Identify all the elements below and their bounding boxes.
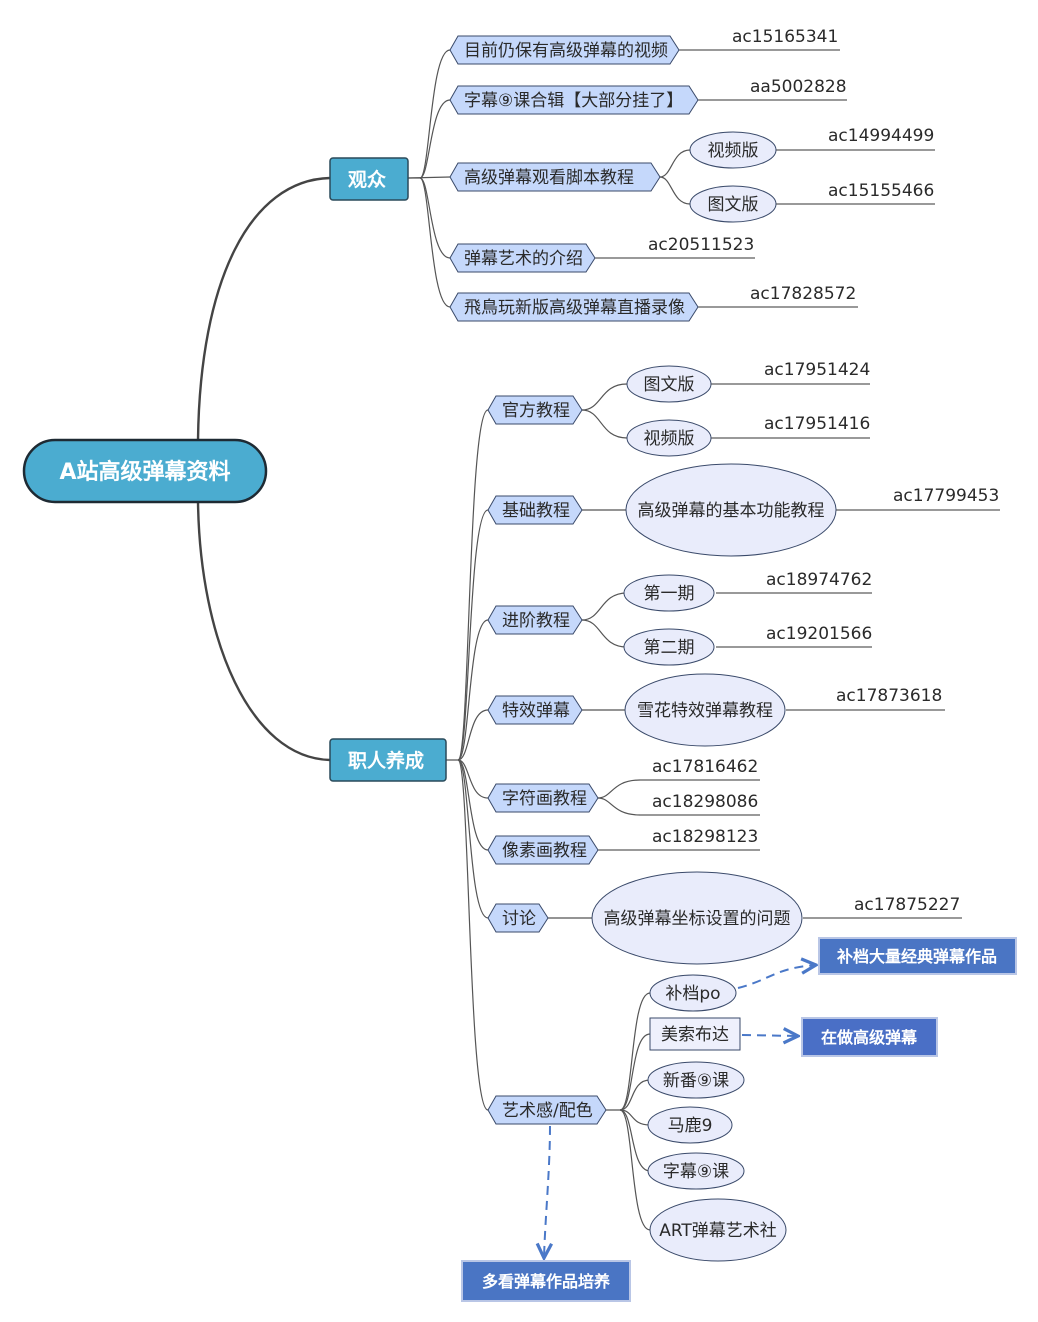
svg-text:雪花特效弹幕教程: 雪花特效弹幕教程 xyxy=(637,701,773,721)
svg-text:高级弹幕的基本功能教程: 高级弹幕的基本功能教程 xyxy=(638,501,825,521)
topic-node[interactable]: 字符画教程 xyxy=(487,783,599,813)
topic-node[interactable]: 高级弹幕观看脚本教程 xyxy=(449,162,661,192)
subtopic-ellipse[interactable]: 雪花特效弹幕教程 xyxy=(624,673,786,747)
topic-node[interactable]: 字幕⑨课合辑【大部分挂了】 xyxy=(449,85,699,115)
subtopic-rect[interactable]: 美索布达 xyxy=(649,1017,741,1051)
subtopic-ellipse[interactable]: 高级弹幕的基本功能教程 xyxy=(625,463,837,557)
topic-node[interactable]: 基础教程 xyxy=(487,495,583,525)
svg-text:弹幕艺术的介绍: 弹幕艺术的介绍 xyxy=(464,249,583,269)
video-code[interactable]: ac17875227 xyxy=(854,895,960,915)
svg-text:在做高级弹幕: 在做高级弹幕 xyxy=(821,1028,918,1047)
branch-audience-label: 观众 xyxy=(348,168,386,191)
relation-arrow xyxy=(544,1125,550,1258)
root-to-audience-line xyxy=(196,176,331,441)
svg-text:图文版: 图文版 xyxy=(644,375,695,395)
relation-arrow xyxy=(737,965,816,989)
topic-node[interactable]: 进阶教程 xyxy=(487,605,583,635)
subtopic-ellipse[interactable]: 补档po xyxy=(649,974,737,1012)
maker-connectors xyxy=(446,383,1000,1231)
topic-node[interactable]: 目前仍保有高级弹幕的视频 xyxy=(449,35,680,65)
relation-arrow xyxy=(741,1035,798,1036)
subtopic-ellipse[interactable]: 字幕⑨课 xyxy=(647,1152,745,1190)
svg-text:美索布达: 美索布达 xyxy=(661,1025,729,1045)
svg-text:目前仍保有高级弹幕的视频: 目前仍保有高级弹幕的视频 xyxy=(464,41,668,61)
root-to-maker-line xyxy=(196,501,331,762)
svg-text:字幕⑨课合辑【大部分挂了】: 字幕⑨课合辑【大部分挂了】 xyxy=(464,91,683,111)
note-box[interactable]: 多看弹幕作品培养 xyxy=(461,1260,631,1302)
note-box[interactable]: 在做高级弹幕 xyxy=(801,1017,938,1057)
subtopic-ellipse[interactable]: 第二期 xyxy=(623,628,715,666)
video-code[interactable]: ac17951416 xyxy=(764,414,870,434)
subtopic-ellipse[interactable]: 视频版 xyxy=(689,131,777,169)
svg-text:补档po: 补档po xyxy=(665,984,720,1004)
svg-text:第二期: 第二期 xyxy=(644,638,695,658)
note-box[interactable]: 补档大量经典弹幕作品 xyxy=(818,937,1017,975)
topic-node[interactable]: 飛鳥玩新版高级弹幕直播录像 xyxy=(449,292,699,322)
svg-text:高级弹幕坐标设置的问题: 高级弹幕坐标设置的问题 xyxy=(604,909,791,929)
svg-text:艺术感/配色: 艺术感/配色 xyxy=(502,1101,593,1121)
svg-text:多看弹幕作品培养: 多看弹幕作品培养 xyxy=(482,1272,611,1291)
video-code[interactable]: ac17873618 xyxy=(836,686,942,706)
topic-node[interactable]: 像素画教程 xyxy=(487,835,599,865)
topic-node[interactable]: 讨论 xyxy=(487,903,549,933)
subtopic-ellipse[interactable]: 新番⑨课 xyxy=(647,1061,745,1099)
svg-text:新番⑨课: 新番⑨课 xyxy=(663,1071,729,1091)
svg-text:飛鳥玩新版高级弹幕直播录像: 飛鳥玩新版高级弹幕直播录像 xyxy=(464,298,685,318)
root-node[interactable]: A站高级弹幕资料 xyxy=(22,438,268,504)
svg-text:补档大量经典弹幕作品: 补档大量经典弹幕作品 xyxy=(836,947,997,966)
video-code[interactable]: ac14994499 xyxy=(828,126,934,146)
video-code[interactable]: ac18298086 xyxy=(652,792,758,812)
video-code[interactable]: ac17951424 xyxy=(764,360,870,380)
branch-maker[interactable]: 职人养成 xyxy=(329,738,447,782)
root-label: A站高级弹幕资料 xyxy=(59,459,230,485)
video-code[interactable]: ac18974762 xyxy=(766,570,872,590)
topic-node[interactable]: 艺术感/配色 xyxy=(487,1095,607,1125)
topic-node[interactable]: 官方教程 xyxy=(487,395,583,425)
subtopic-ellipse[interactable]: 高级弹幕坐标设置的问题 xyxy=(591,871,803,965)
branch-maker-label: 职人养成 xyxy=(348,749,424,772)
svg-text:特效弹幕: 特效弹幕 xyxy=(502,701,570,721)
subtopic-ellipse[interactable]: 视频版 xyxy=(626,419,712,457)
svg-text:图文版: 图文版 xyxy=(708,195,759,215)
svg-text:第一期: 第一期 xyxy=(644,584,695,604)
subtopic-ellipse[interactable]: 第一期 xyxy=(623,574,715,612)
svg-text:基础教程: 基础教程 xyxy=(502,501,570,521)
svg-text:讨论: 讨论 xyxy=(502,909,536,929)
svg-text:字符画教程: 字符画教程 xyxy=(502,789,587,809)
video-code[interactable]: ac17828572 xyxy=(750,284,856,304)
svg-text:字幕⑨课: 字幕⑨课 xyxy=(663,1162,729,1182)
svg-text:官方教程: 官方教程 xyxy=(502,401,570,421)
subtopic-ellipse[interactable]: 马鹿9 xyxy=(647,1106,733,1144)
video-code[interactable]: ac18298123 xyxy=(652,827,758,847)
video-code[interactable]: ac15155466 xyxy=(828,181,934,201)
video-code[interactable]: ac17816462 xyxy=(652,757,758,777)
svg-text:ART弹幕艺术社: ART弹幕艺术社 xyxy=(659,1221,777,1241)
audience-connectors xyxy=(407,49,935,308)
svg-text:像素画教程: 像素画教程 xyxy=(502,841,587,861)
video-code[interactable]: aa5002828 xyxy=(750,77,847,97)
video-code[interactable]: ac17799453 xyxy=(893,486,999,506)
video-code[interactable]: ac15165341 xyxy=(732,27,838,47)
svg-text:马鹿9: 马鹿9 xyxy=(668,1116,713,1136)
subtopic-ellipse[interactable]: 图文版 xyxy=(689,185,777,223)
topic-node[interactable]: 弹幕艺术的介绍 xyxy=(449,243,596,273)
video-code[interactable]: ac19201566 xyxy=(766,624,872,644)
topic-node[interactable]: 特效弹幕 xyxy=(487,695,583,725)
subtopic-ellipse[interactable]: ART弹幕艺术社 xyxy=(649,1198,787,1262)
svg-text:视频版: 视频版 xyxy=(644,429,695,449)
branch-audience[interactable]: 观众 xyxy=(329,157,409,201)
svg-text:进阶教程: 进阶教程 xyxy=(502,611,570,631)
svg-text:高级弹幕观看脚本教程: 高级弹幕观看脚本教程 xyxy=(464,168,634,188)
svg-text:视频版: 视频版 xyxy=(708,141,759,161)
video-code[interactable]: ac20511523 xyxy=(648,235,754,255)
subtopic-ellipse[interactable]: 图文版 xyxy=(626,365,712,403)
